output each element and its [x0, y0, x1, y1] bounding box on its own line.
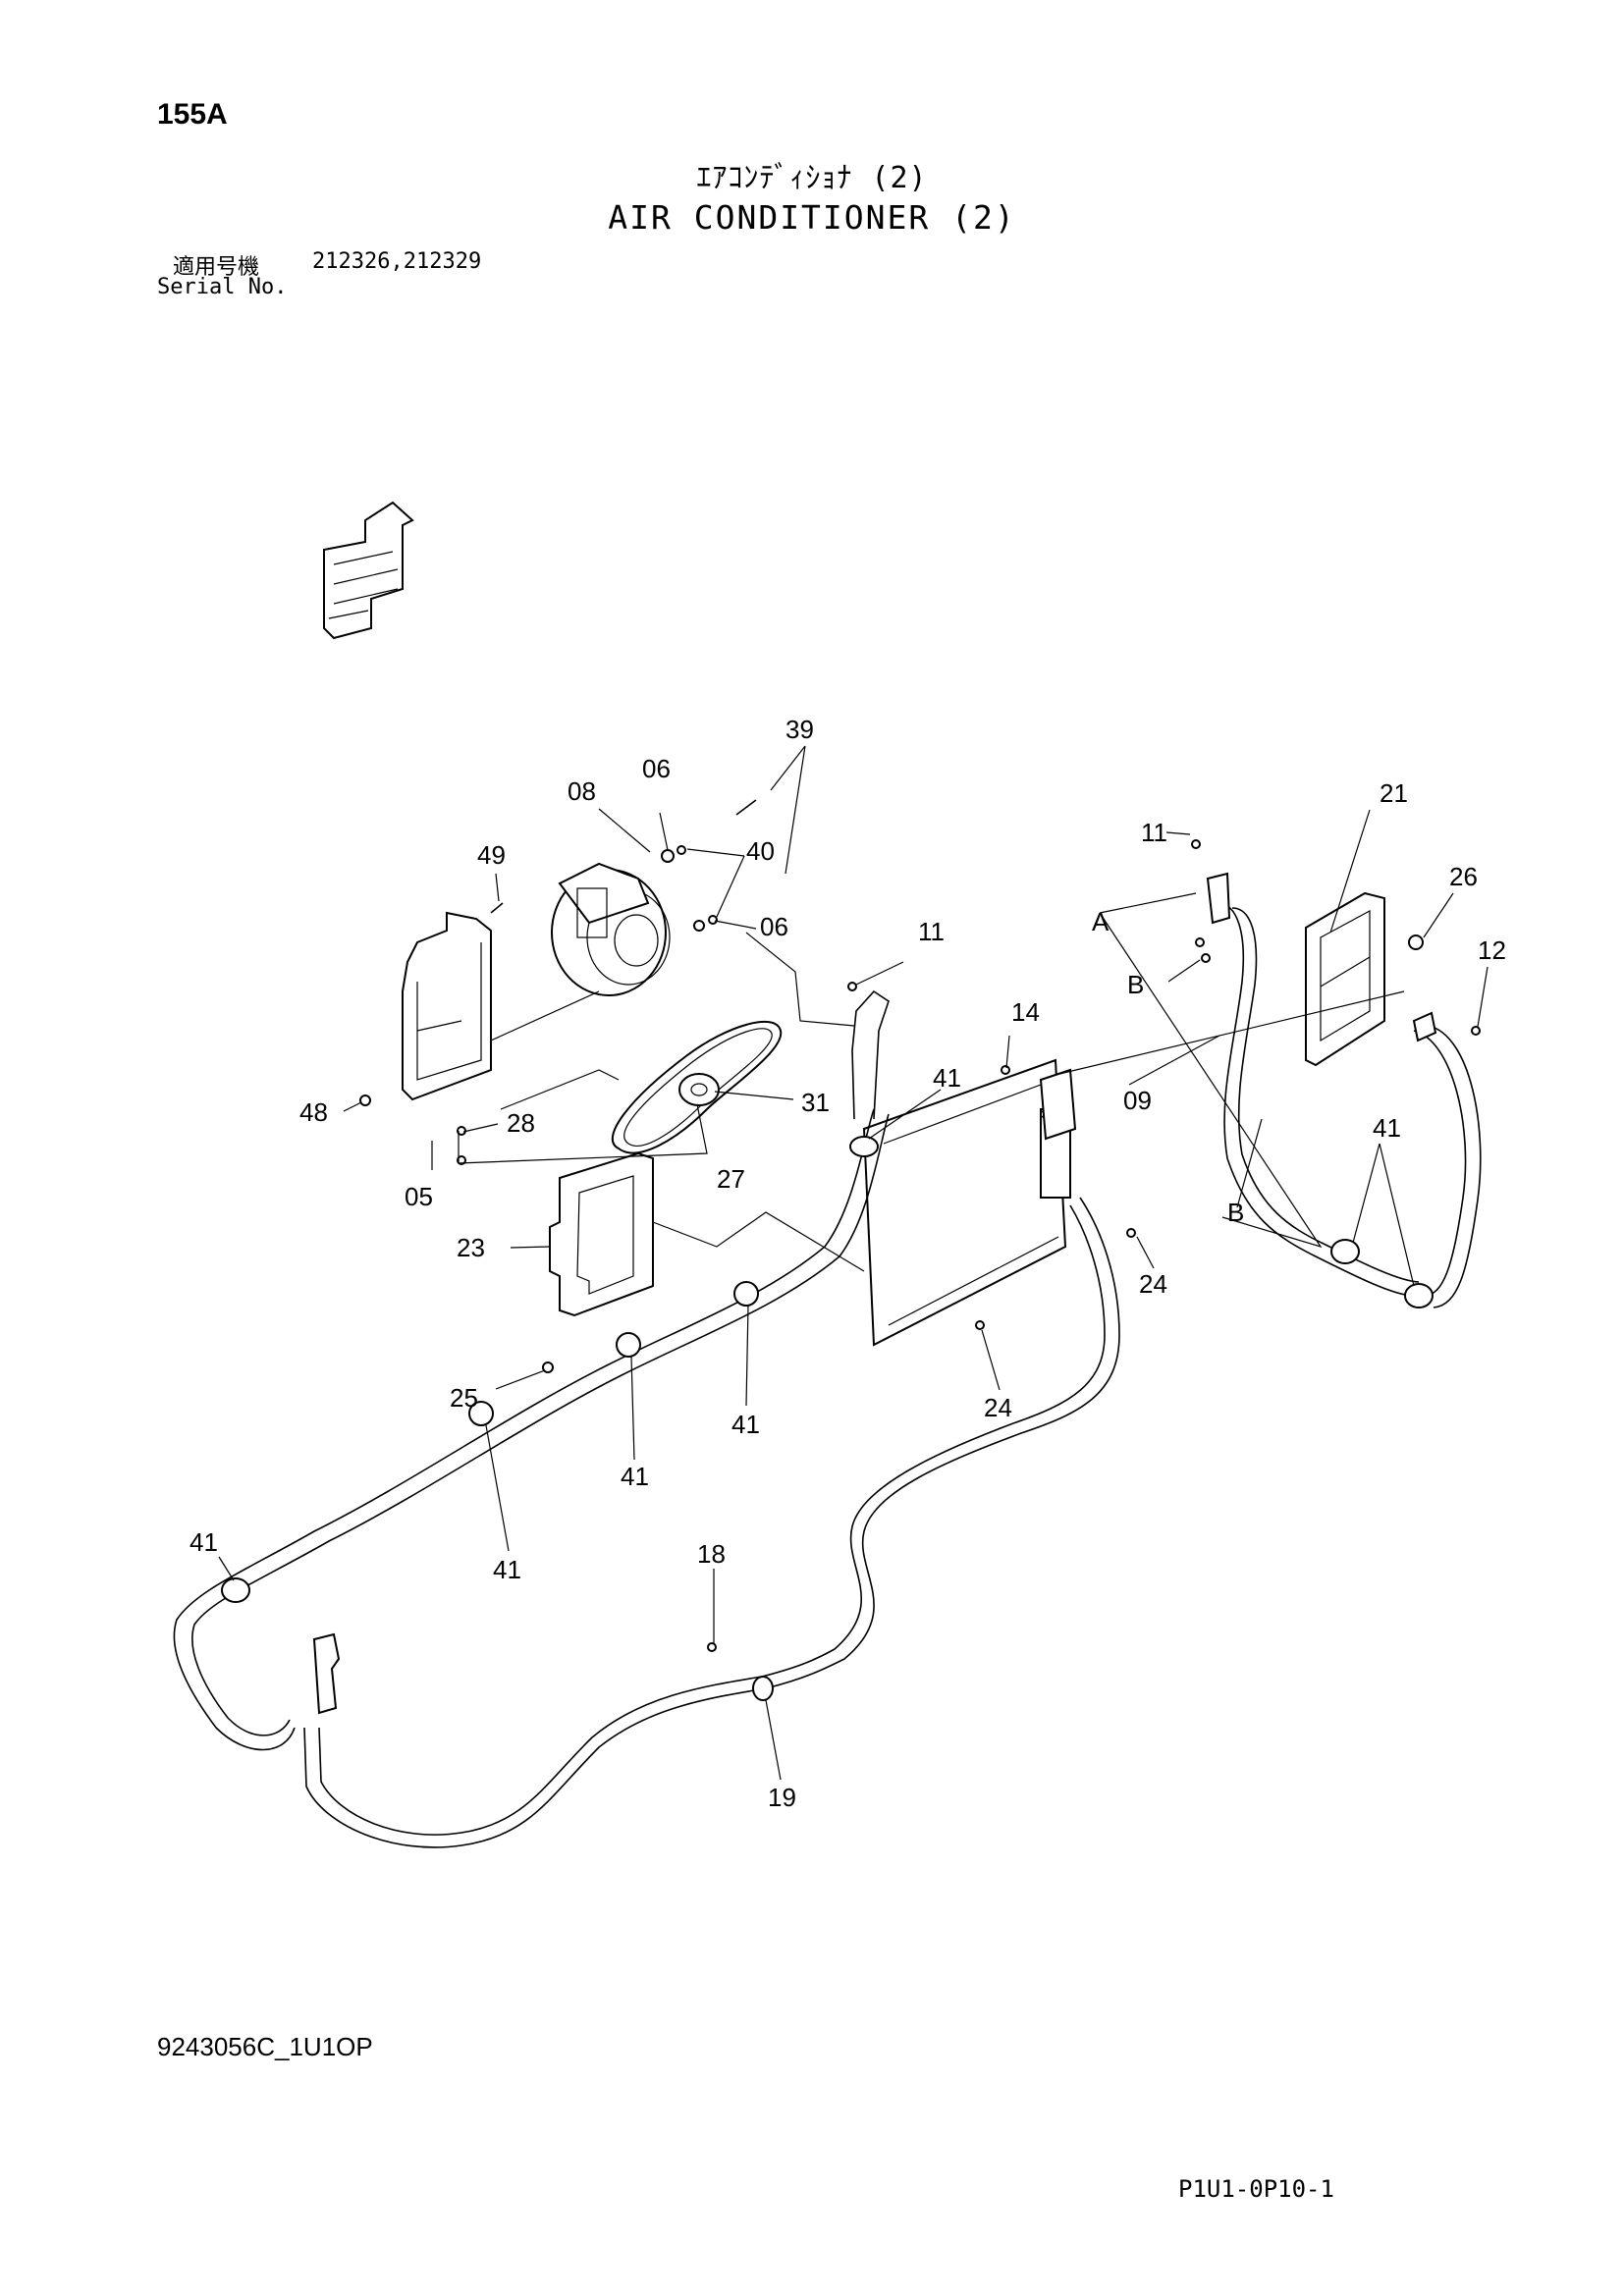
compressor [551, 862, 671, 996]
callout-11: 11 [918, 917, 945, 946]
serial-label-japanese: 適用号機 [173, 255, 260, 280]
callout-26: 26 [1449, 862, 1478, 891]
drive-belt [611, 1020, 783, 1154]
callout-25: 25 [450, 1383, 478, 1413]
callout-08: 08 [568, 776, 596, 806]
callout-12: 12 [1478, 935, 1506, 965]
callout-41: 41 [493, 1555, 521, 1584]
callout-27: 27 [717, 1164, 745, 1194]
callout-24: 24 [984, 1393, 1012, 1422]
callout-23: 23 [457, 1233, 485, 1262]
callout-18: 18 [697, 1539, 726, 1569]
compressor-bracket [402, 911, 492, 1101]
callout-06: 06 [760, 912, 788, 941]
leader-lines [218, 745, 1489, 1781]
callout-05: 05 [405, 1182, 433, 1211]
orientation-icon [323, 501, 414, 640]
callout-B: B [1227, 1198, 1244, 1227]
callout-40: 40 [746, 836, 775, 866]
evaporator-bracket [1305, 891, 1385, 1067]
title-english: AIR CONDITIONER (2) [608, 198, 1016, 237]
callout-41: 41 [933, 1063, 961, 1093]
title-japanese: ｴｱｺﾝﾃﾞｨｼｮﾅ (2) [696, 161, 928, 195]
condenser [862, 1058, 1071, 1347]
serial-label-english: Serial No. [157, 275, 288, 299]
callout-41: 41 [1373, 1113, 1401, 1143]
callout-06: 06 [642, 754, 671, 783]
callout-41: 41 [189, 1527, 218, 1557]
callout-11: 11 [1141, 818, 1167, 847]
cover-plate [549, 1151, 654, 1317]
refrigerant-hoses [173, 872, 1482, 1848]
serial-numbers: 212326,212329 [312, 249, 482, 274]
page-reference: P1U1-0P10-1 [1178, 2175, 1334, 2203]
callout-A: A [1092, 907, 1110, 936]
callout-24: 24 [1139, 1269, 1167, 1299]
callout-31: 31 [801, 1088, 830, 1117]
callout-14: 14 [1011, 997, 1040, 1027]
callout-41: 41 [621, 1462, 649, 1491]
document-code: 9243056C_1U1OP [157, 2032, 373, 2061]
callout-48: 48 [299, 1097, 328, 1127]
fasteners [359, 799, 1481, 1652]
receiver-tank [1039, 1068, 1077, 1141]
callout-49: 49 [477, 840, 506, 870]
callout-28: 28 [507, 1108, 535, 1138]
hose-clamps [221, 1136, 1434, 1701]
page-number: 155A [157, 98, 228, 131]
callout-labels: 39 06 08 40 06 49 11 11 21 26 12 A B 14 … [189, 715, 1506, 1812]
callout-09: 09 [1123, 1086, 1152, 1115]
callout-21: 21 [1380, 778, 1408, 808]
callout-41: 41 [731, 1410, 760, 1439]
callout-B: B [1127, 970, 1144, 999]
callout-39: 39 [785, 715, 814, 744]
callout-19: 19 [768, 1783, 796, 1812]
